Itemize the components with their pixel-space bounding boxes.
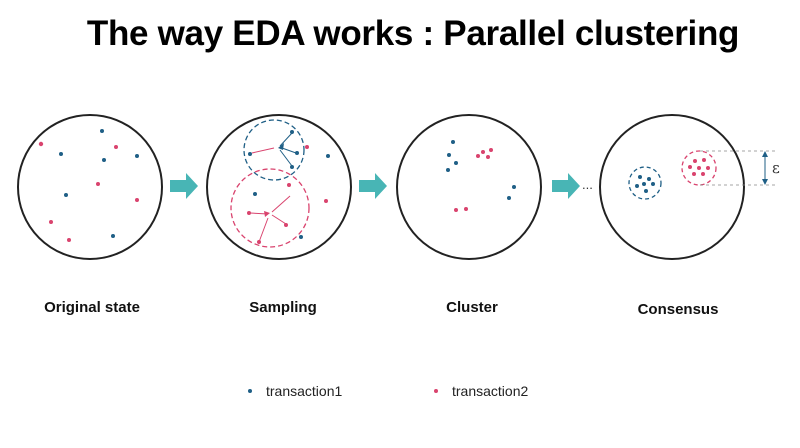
consensus-cluster-2 (681, 150, 717, 186)
transaction2-point (464, 207, 468, 211)
transaction1-point (290, 165, 294, 169)
transaction2-point (693, 159, 697, 163)
transaction1-point (290, 130, 294, 134)
transaction2-point (697, 166, 701, 170)
transaction1-point (100, 129, 104, 133)
arrow-right-icon (170, 173, 198, 199)
arrow-right-icon (359, 173, 387, 199)
legend-item-transaction2: transaction2 (434, 383, 528, 399)
transaction1-point (64, 193, 68, 197)
sample-circle-upper (243, 119, 305, 181)
stage-label-sampling: Sampling (249, 299, 317, 316)
sample-circle-lower (230, 168, 310, 248)
sampling-group (230, 119, 330, 248)
transaction1-point (299, 235, 303, 239)
transaction1-point (647, 177, 651, 181)
transaction2-point (476, 154, 480, 158)
transaction2-point (702, 158, 706, 162)
transaction1-point (447, 153, 451, 157)
stage-circle-original (17, 114, 163, 260)
epsilon-symbol: ε (772, 159, 780, 177)
transaction2-point (287, 183, 291, 187)
stage-circle-sampling (206, 114, 352, 260)
stage-circle-cluster (396, 114, 542, 260)
transaction2-point (284, 223, 288, 227)
stage-label-cluster: Cluster (446, 299, 498, 316)
stage-circle-consensus (599, 114, 745, 260)
consensus-group (628, 150, 775, 200)
transaction1-point (253, 192, 257, 196)
transaction1-point (326, 154, 330, 158)
transaction1-dot-icon (248, 389, 252, 393)
transaction2-point (305, 145, 309, 149)
arrow-right-icon (552, 173, 580, 199)
transaction1-point (111, 234, 115, 238)
transaction2-point (67, 238, 71, 242)
transaction2-point (701, 172, 705, 176)
original-points (38, 129, 139, 242)
transaction2-point (257, 240, 261, 244)
transaction1-point (446, 168, 450, 172)
stage-label-original: Original state (44, 299, 140, 316)
transaction2-point (692, 172, 696, 176)
transaction2-point (688, 165, 692, 169)
transaction2-point (454, 208, 458, 212)
transaction1-point (454, 161, 458, 165)
transaction2-point (96, 182, 100, 186)
transaction2-point (114, 145, 118, 149)
diagram-title: The way EDA works : Parallel clustering (86, 14, 740, 53)
transaction1-point (59, 152, 63, 156)
transaction1-point (507, 196, 511, 200)
transaction2-point (324, 199, 328, 203)
transaction2-point (706, 166, 710, 170)
transaction2-point (38, 141, 44, 147)
transaction1-point (644, 189, 648, 193)
stage-label-consensus: Consensus (637, 301, 719, 318)
transaction1-point (295, 151, 299, 155)
transaction2-point (247, 211, 251, 215)
transaction2-point (49, 220, 53, 224)
transaction2-point (486, 155, 490, 159)
transaction1-point (102, 158, 106, 162)
legend-item-transaction1: transaction1 (248, 383, 342, 399)
transaction1-point (135, 154, 139, 158)
legend-label: transaction1 (266, 383, 343, 399)
legend-label: transaction2 (452, 383, 529, 399)
transaction1-point (451, 140, 455, 144)
transaction2-point (481, 150, 485, 154)
transaction1-point (642, 182, 646, 186)
ellipsis: ... (582, 177, 593, 192)
transaction2-dot-icon (434, 389, 438, 393)
transaction1-point (512, 185, 516, 189)
transaction2-point (489, 148, 493, 152)
consensus-cluster-1 (628, 166, 662, 200)
transaction1-point (635, 184, 639, 188)
transaction1-point (638, 175, 642, 179)
transaction1-point (248, 152, 252, 156)
transaction2-point (135, 198, 139, 202)
cluster-points (446, 140, 516, 212)
transaction1-point (651, 182, 655, 186)
